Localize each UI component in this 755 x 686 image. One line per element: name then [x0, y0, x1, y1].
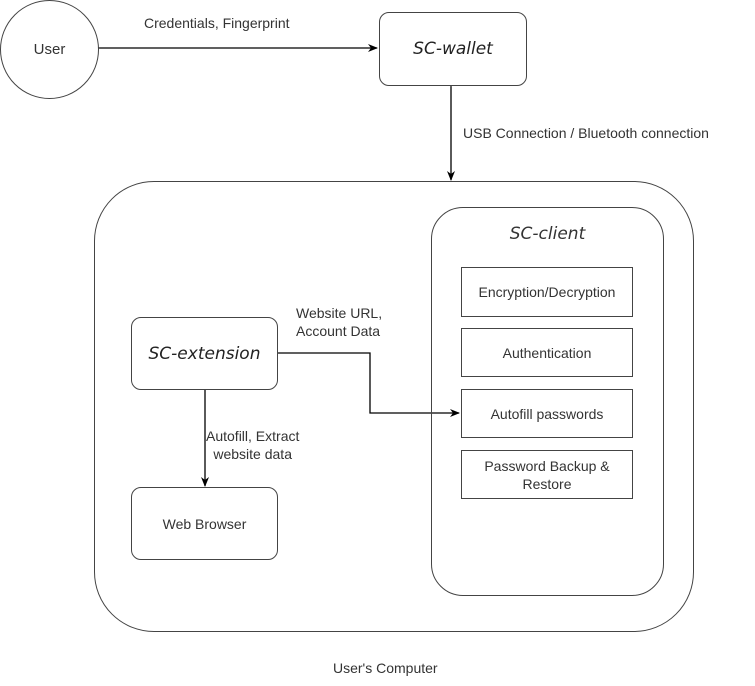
edge-label-user-wallet: Credentials, Fingerprint — [144, 15, 290, 31]
node-sc-extension: SC-extension — [131, 317, 278, 390]
container-users-computer — [94, 181, 694, 632]
edge-extension-client — [270, 349, 460, 417]
node-sc-wallet: SC-wallet — [379, 12, 527, 86]
node-web-browser: Web Browser — [131, 487, 278, 560]
sc-client-title: SC-client — [509, 224, 586, 244]
container-sc-client — [431, 207, 664, 596]
node-sc-extension-label: SC-extension — [148, 343, 261, 364]
module-password-backup-restore: Password Backup & Restore — [461, 450, 633, 499]
edge-label-wallet-computer: USB Connection / Bluetooth connection — [463, 125, 709, 141]
edge-label-extension-browser: Autofill, Extract website data — [206, 428, 300, 462]
edge-label-extension-client: Website URL, Account Data — [296, 305, 383, 339]
module-encryption-decryption: Encryption/Decryption — [461, 267, 633, 317]
container-users-computer-label: User's Computer — [333, 660, 438, 676]
node-sc-wallet-label: SC-wallet — [413, 39, 493, 59]
node-user-label: User — [33, 40, 66, 58]
node-web-browser-label: Web Browser — [162, 515, 247, 532]
module-autofill-passwords: Autofill passwords — [461, 389, 633, 438]
module-authentication: Authentication — [461, 328, 633, 377]
node-user: User — [0, 0, 99, 99]
